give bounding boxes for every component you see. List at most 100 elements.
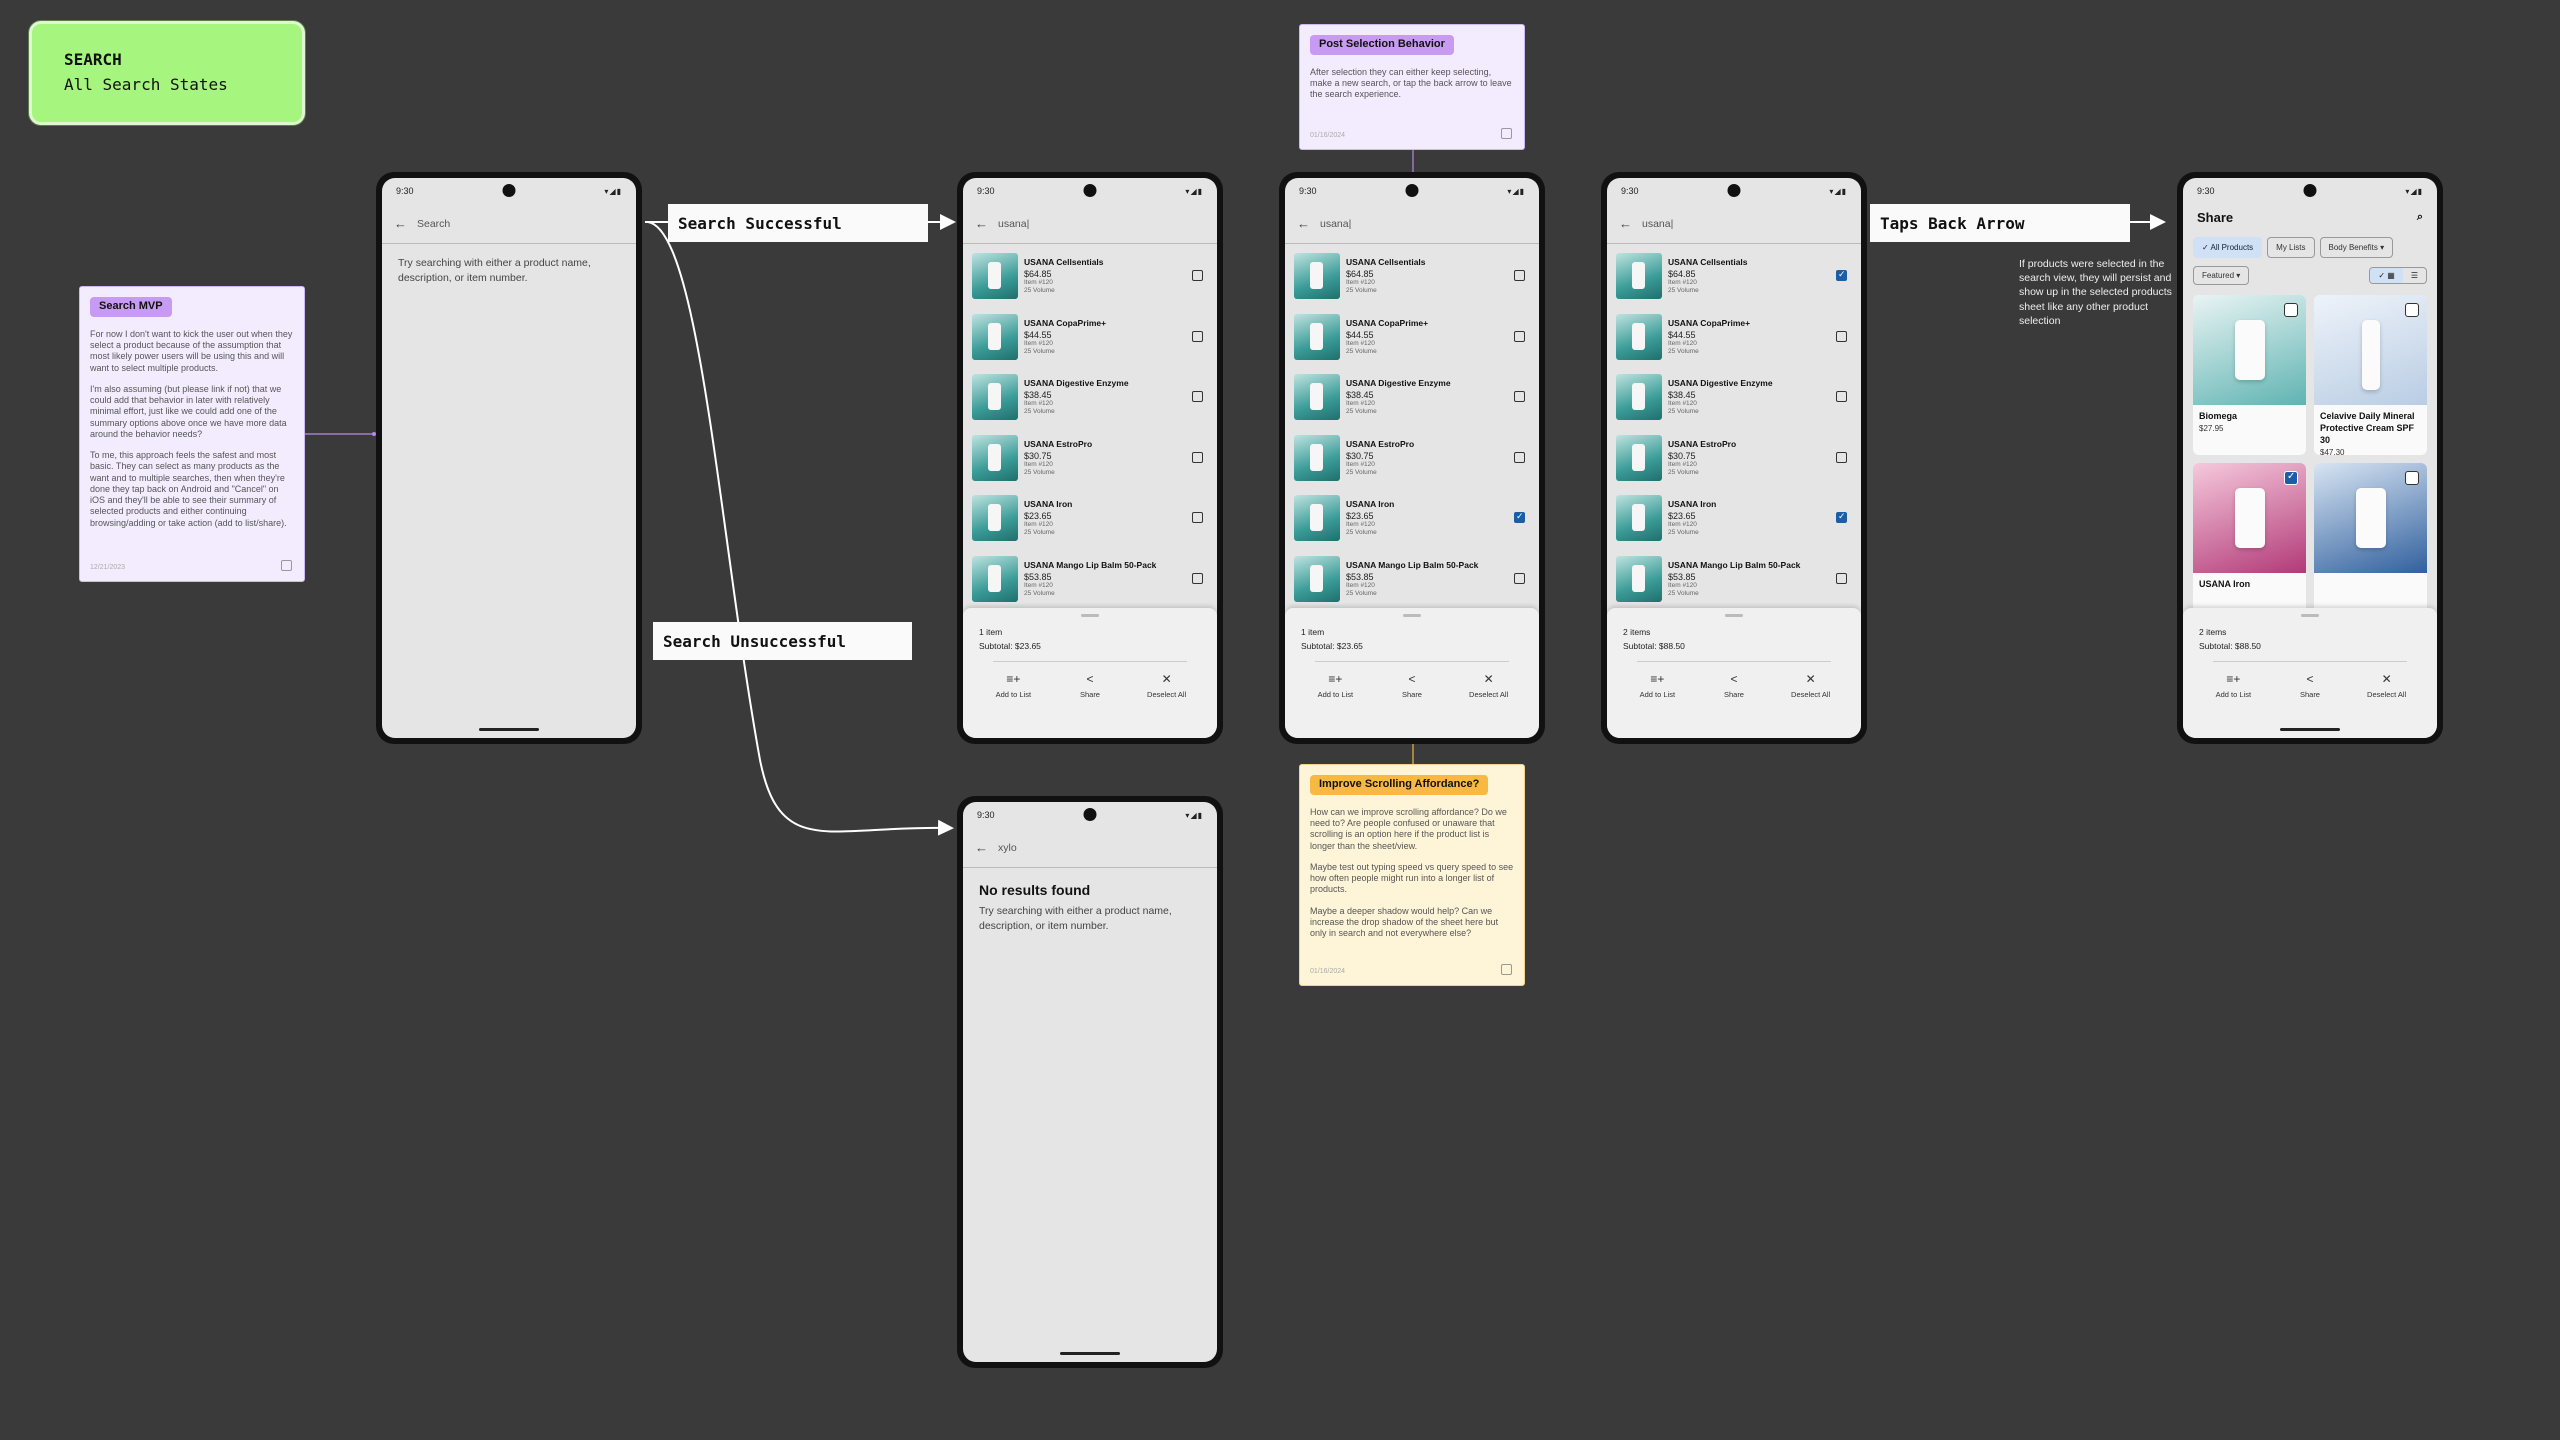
back-arrow-icon[interactable]: ← — [1619, 216, 1632, 231]
sheet-handle[interactable] — [2301, 614, 2319, 617]
back-arrow-icon[interactable]: ← — [975, 840, 988, 855]
selection-sheet[interactable]: 2 items Subtotal: $88.50 ≡+Add to List <… — [2183, 608, 2437, 738]
product-card[interactable]: Biomega$27.95 — [2193, 295, 2306, 455]
sheet-actions: ≡+Add to List <Share ✕Deselect All — [1285, 662, 1539, 699]
chip-body-benefits[interactable]: Body Benefits ▾ — [2319, 237, 2394, 258]
product-card[interactable] — [2314, 463, 2427, 623]
back-arrow-icon[interactable]: ← — [975, 216, 988, 231]
note-checkbox[interactable] — [1501, 128, 1512, 139]
card-checkbox[interactable] — [2405, 303, 2419, 317]
search-icon[interactable]: ⌕ — [2416, 211, 2423, 223]
product-checkbox[interactable] — [1514, 330, 1525, 342]
product-checkbox-checked[interactable] — [1836, 511, 1847, 524]
product-checkbox[interactable] — [1192, 451, 1203, 463]
phone-share-screen: 9:30▾◢▮ Share⌕ ✓ All Products My Lists B… — [2177, 172, 2443, 744]
sort-dropdown[interactable]: Featured ▾ — [2193, 266, 2250, 285]
product-checkbox[interactable] — [1192, 572, 1203, 584]
add-to-list-button[interactable]: ≡+Add to List — [983, 672, 1043, 699]
back-arrow-icon[interactable]: ← — [1297, 216, 1310, 231]
add-to-list-button[interactable]: ≡+Add to List — [1305, 672, 1365, 699]
add-to-list-button[interactable]: ≡+Add to List — [2203, 672, 2263, 699]
view-toggle[interactable]: ✓ ▦ ☰ — [2369, 267, 2427, 284]
share-button[interactable]: <Share — [1704, 672, 1764, 699]
product-image — [1294, 374, 1340, 421]
selection-sheet[interactable]: 1 item Subtotal: $23.65 ≡+Add to List <S… — [963, 608, 1217, 738]
list-view-icon[interactable]: ☰ — [2410, 271, 2418, 280]
search-input[interactable]: usana| — [1320, 217, 1352, 230]
grid-view-icon[interactable]: ✓ ▦ — [2370, 268, 2403, 283]
search-input[interactable]: usana| — [1642, 217, 1674, 230]
product-checkbox[interactable] — [1836, 451, 1847, 463]
search-input[interactable]: Search — [417, 217, 451, 230]
product-card[interactable]: Celavive Daily Mineral Protective Cream … — [2314, 295, 2427, 455]
product-checkbox-checked[interactable] — [1514, 511, 1525, 524]
product-checkbox[interactable] — [1514, 270, 1525, 282]
product-checkbox[interactable] — [1192, 270, 1203, 282]
chip-my-lists[interactable]: My Lists — [2267, 237, 2315, 258]
product-checkbox[interactable] — [1836, 330, 1847, 342]
note-tag: Post Selection Behavior — [1310, 35, 1454, 55]
note-checkbox[interactable] — [1501, 964, 1512, 975]
deselect-all-button[interactable]: ✕Deselect All — [1137, 672, 1197, 699]
product-volume: 25 Volume — [1668, 589, 1699, 597]
product-checkbox[interactable] — [1192, 512, 1203, 524]
add-to-list-button[interactable]: ≡+Add to List — [1627, 672, 1687, 699]
product-checkbox[interactable] — [1514, 391, 1525, 403]
card-checkbox-checked[interactable] — [2284, 471, 2298, 485]
product-checkbox[interactable] — [1836, 572, 1847, 584]
sheet-handle[interactable] — [1725, 614, 1743, 617]
note-paragraph: After selection they can either keep sel… — [1310, 66, 1512, 100]
note-search-mvp[interactable]: Search MVP For now I don't want to kick … — [79, 286, 305, 582]
back-arrow-icon[interactable]: ← — [394, 216, 407, 231]
sheet-handle[interactable] — [1403, 614, 1421, 617]
selection-sheet[interactable]: 1 item Subtotal: $23.65 ≡+Add to List <S… — [1285, 608, 1539, 738]
product-checkbox[interactable] — [1836, 391, 1847, 403]
selection-sheet[interactable]: 2 items Subtotal: $88.50 ≡+Add to List <… — [1607, 608, 1861, 738]
product-checkbox-checked[interactable] — [1836, 269, 1847, 282]
sheet-handle[interactable] — [1081, 614, 1099, 617]
product-checkbox[interactable] — [1192, 330, 1203, 342]
deselect-all-button[interactable]: ✕Deselect All — [1781, 672, 1841, 699]
search-input[interactable]: xylo — [998, 841, 1017, 854]
search-bar[interactable]: ← usana| — [963, 204, 1217, 244]
search-bar[interactable]: ← xylo — [963, 828, 1217, 868]
note-scrolling-affordance[interactable]: Improve Scrolling Affordance? How can we… — [1299, 764, 1525, 986]
deselect-all-button[interactable]: ✕Deselect All — [2357, 672, 2417, 699]
product-card[interactable]: USANA Iron — [2193, 463, 2306, 623]
card-checkbox[interactable] — [2405, 471, 2419, 485]
note-post-selection[interactable]: Post Selection Behavior After selection … — [1299, 24, 1525, 150]
search-bar[interactable]: ← usana| — [1607, 204, 1861, 244]
product-name: USANA Iron — [1346, 499, 1395, 510]
product-checkbox[interactable] — [1514, 451, 1525, 463]
product-checkbox[interactable] — [1514, 572, 1525, 584]
search-input[interactable]: usana| — [998, 217, 1030, 230]
deselect-all-button[interactable]: ✕Deselect All — [1459, 672, 1519, 699]
share-button[interactable]: <Share — [1060, 672, 1120, 699]
share-button[interactable]: <Share — [2280, 672, 2340, 699]
chip-all-products[interactable]: ✓ All Products — [2193, 237, 2263, 258]
card-checkbox[interactable] — [2284, 303, 2298, 317]
search-bar[interactable]: ← usana| — [1285, 204, 1539, 244]
search-bar[interactable]: ← Search — [382, 204, 636, 244]
product-checkbox[interactable] — [1192, 391, 1203, 403]
note-checkbox[interactable] — [281, 560, 292, 571]
share-button[interactable]: <Share — [1382, 672, 1442, 699]
